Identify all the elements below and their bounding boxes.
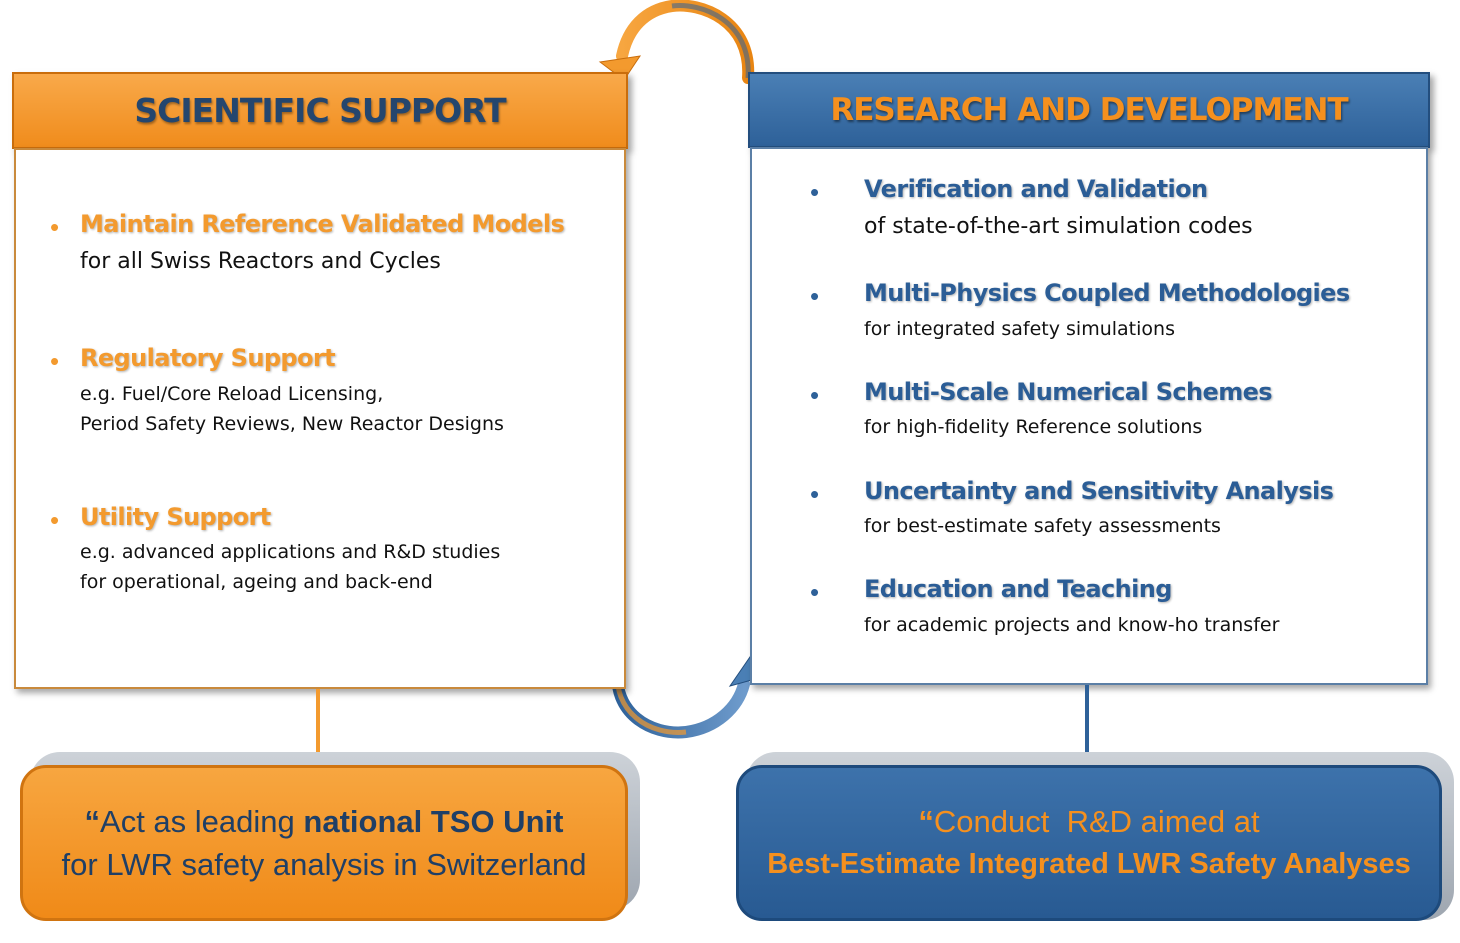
- right-item-heading: Verification and Validation: [864, 175, 1208, 203]
- bottom-arc-arrow: [611, 662, 750, 739]
- bullet-icon: •: [810, 281, 820, 311]
- left-item-line: e.g. advanced applications and R&D studi…: [80, 541, 501, 563]
- left-connector-line: [316, 689, 320, 765]
- rd-goal-line-2: Best-Estimate Integrated LWR Safety Anal…: [767, 848, 1411, 880]
- left-item-line: for all Swiss Reactors and Cycles: [80, 249, 441, 274]
- tso-goal-line-2: for LWR safety analysis in Switzerland: [61, 847, 587, 882]
- right-connector-line: [1085, 685, 1089, 761]
- top-arrow-head: [598, 55, 642, 81]
- left-item-line: Period Safety Reviews, New Reactor Desig…: [80, 413, 504, 435]
- bullet-icon: •: [50, 212, 60, 242]
- research-development-header: RESEARCH AND DEVELOPMENT: [748, 72, 1430, 148]
- quote-mark: “: [84, 804, 101, 839]
- left-item-heading: Regulatory Support: [80, 344, 336, 372]
- scientific-support-body: • Maintain Reference Validated Models fo…: [14, 148, 626, 689]
- tso-goal-text: Act as leading: [100, 804, 304, 839]
- left-item-line: e.g. Fuel/Core Reload Licensing,: [80, 383, 384, 405]
- bullet-icon: •: [50, 505, 60, 535]
- rd-goal-box: “Conduct R&D aimed at Best-Estimate Inte…: [736, 765, 1442, 921]
- top-arc-arrow: [616, 0, 755, 84]
- bullet-icon: •: [810, 479, 820, 509]
- right-item-heading: Multi-Scale Numerical Schemes: [864, 378, 1273, 406]
- left-item-heading: Utility Support: [80, 503, 271, 531]
- research-development-body: • Verification and Validation of state-o…: [750, 147, 1428, 685]
- bullet-icon: •: [50, 346, 60, 376]
- right-item-line: for integrated safety simulations: [864, 318, 1175, 340]
- tso-goal-line-1: “Act as leading national TSO Unit: [85, 800, 564, 843]
- tso-goal-highlight: national TSO Unit: [303, 804, 564, 839]
- right-item-heading: Multi-Physics Coupled Methodologies: [864, 279, 1350, 307]
- bullet-icon: •: [810, 177, 820, 207]
- rd-goal-text: Conduct R&D aimed at: [933, 804, 1260, 839]
- scientific-support-header: SCIENTIFIC SUPPORT: [12, 72, 628, 149]
- right-item-line: for high-fidelity Reference solutions: [864, 416, 1203, 438]
- right-item-line: for best-estimate safety assessments: [864, 515, 1221, 537]
- left-item-line: for operational, ageing and back-end: [80, 571, 433, 593]
- right-item-heading: Uncertainty and Sensitivity Analysis: [864, 477, 1334, 505]
- rd-goal-line-1: “Conduct R&D aimed at: [918, 800, 1259, 843]
- left-item-heading: Maintain Reference Validated Models: [80, 210, 565, 238]
- right-item-line: of state-of-the-art simulation codes: [864, 214, 1253, 239]
- right-item-line: for academic projects and know-ho transf…: [864, 614, 1280, 636]
- research-development-title: RESEARCH AND DEVELOPMENT: [830, 92, 1348, 128]
- bullet-icon: •: [810, 380, 820, 410]
- scientific-support-title: SCIENTIFIC SUPPORT: [134, 91, 506, 130]
- right-item-heading: Education and Teaching: [864, 575, 1172, 603]
- quote-mark: “: [918, 804, 934, 839]
- bullet-icon: •: [810, 577, 820, 607]
- tso-goal-box: “Act as leading national TSO Unit for LW…: [20, 765, 628, 921]
